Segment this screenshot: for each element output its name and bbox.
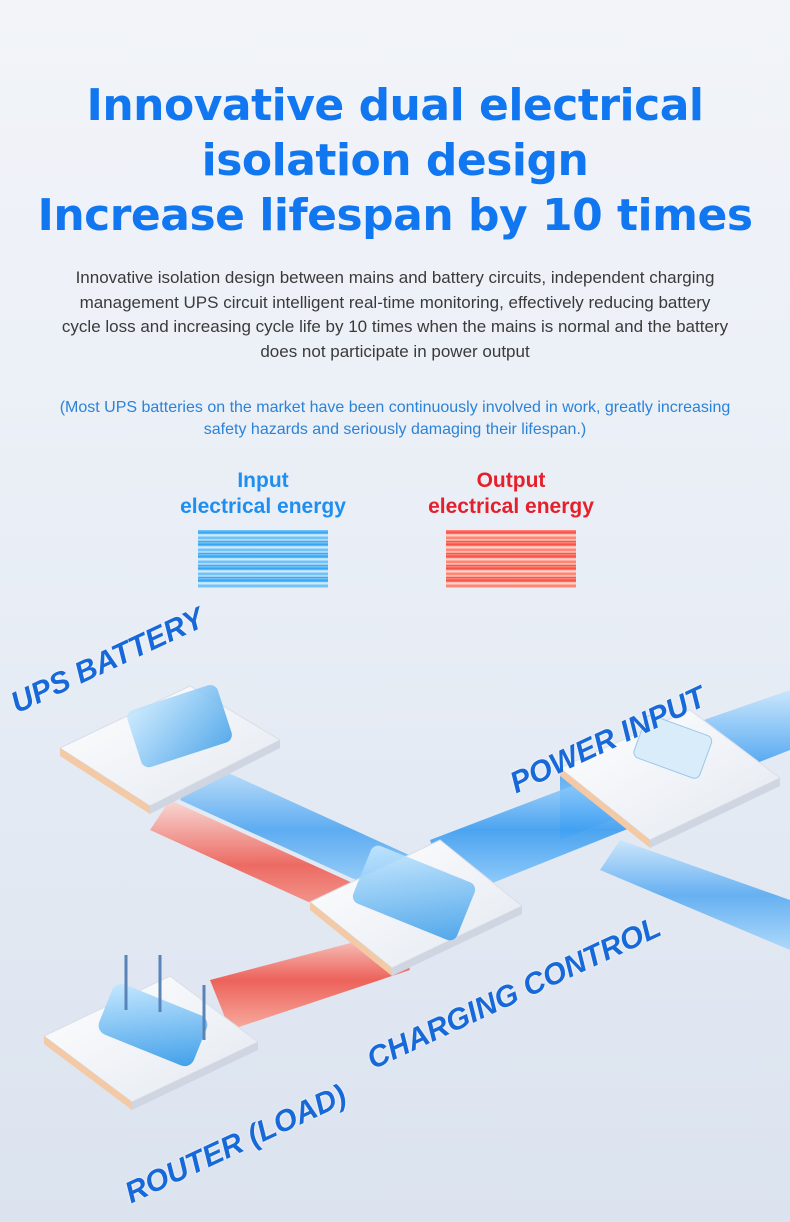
headline-line-2: isolation design xyxy=(201,135,589,186)
legend-input-swatch xyxy=(198,530,328,588)
flow-diagram xyxy=(43,685,790,1110)
ups-battery-plate xyxy=(58,685,282,814)
headline-line-3: Increase lifespan by 10 times xyxy=(37,190,753,241)
headline: Innovative dual electrical isolation des… xyxy=(0,78,790,243)
legend-output-line-1: Output xyxy=(476,469,546,492)
legend-input-label: Input electrical energy xyxy=(133,468,393,520)
note-text: (Most UPS batteries on the market have b… xyxy=(59,399,731,438)
description-text: Innovative isolation design between main… xyxy=(61,268,729,361)
legend-input-line-2: electrical energy xyxy=(180,495,346,518)
legend-output-label: Output electrical energy xyxy=(381,468,641,520)
legend-output-line-2: electrical energy xyxy=(428,495,594,518)
router-plate xyxy=(43,955,259,1110)
headline-line-1: Innovative dual electrical xyxy=(86,80,704,131)
charging-control-plate xyxy=(309,839,523,976)
power-input-plate xyxy=(559,709,781,848)
legend-input-line-1: Input xyxy=(237,469,289,492)
legend-output-swatch xyxy=(446,530,576,588)
